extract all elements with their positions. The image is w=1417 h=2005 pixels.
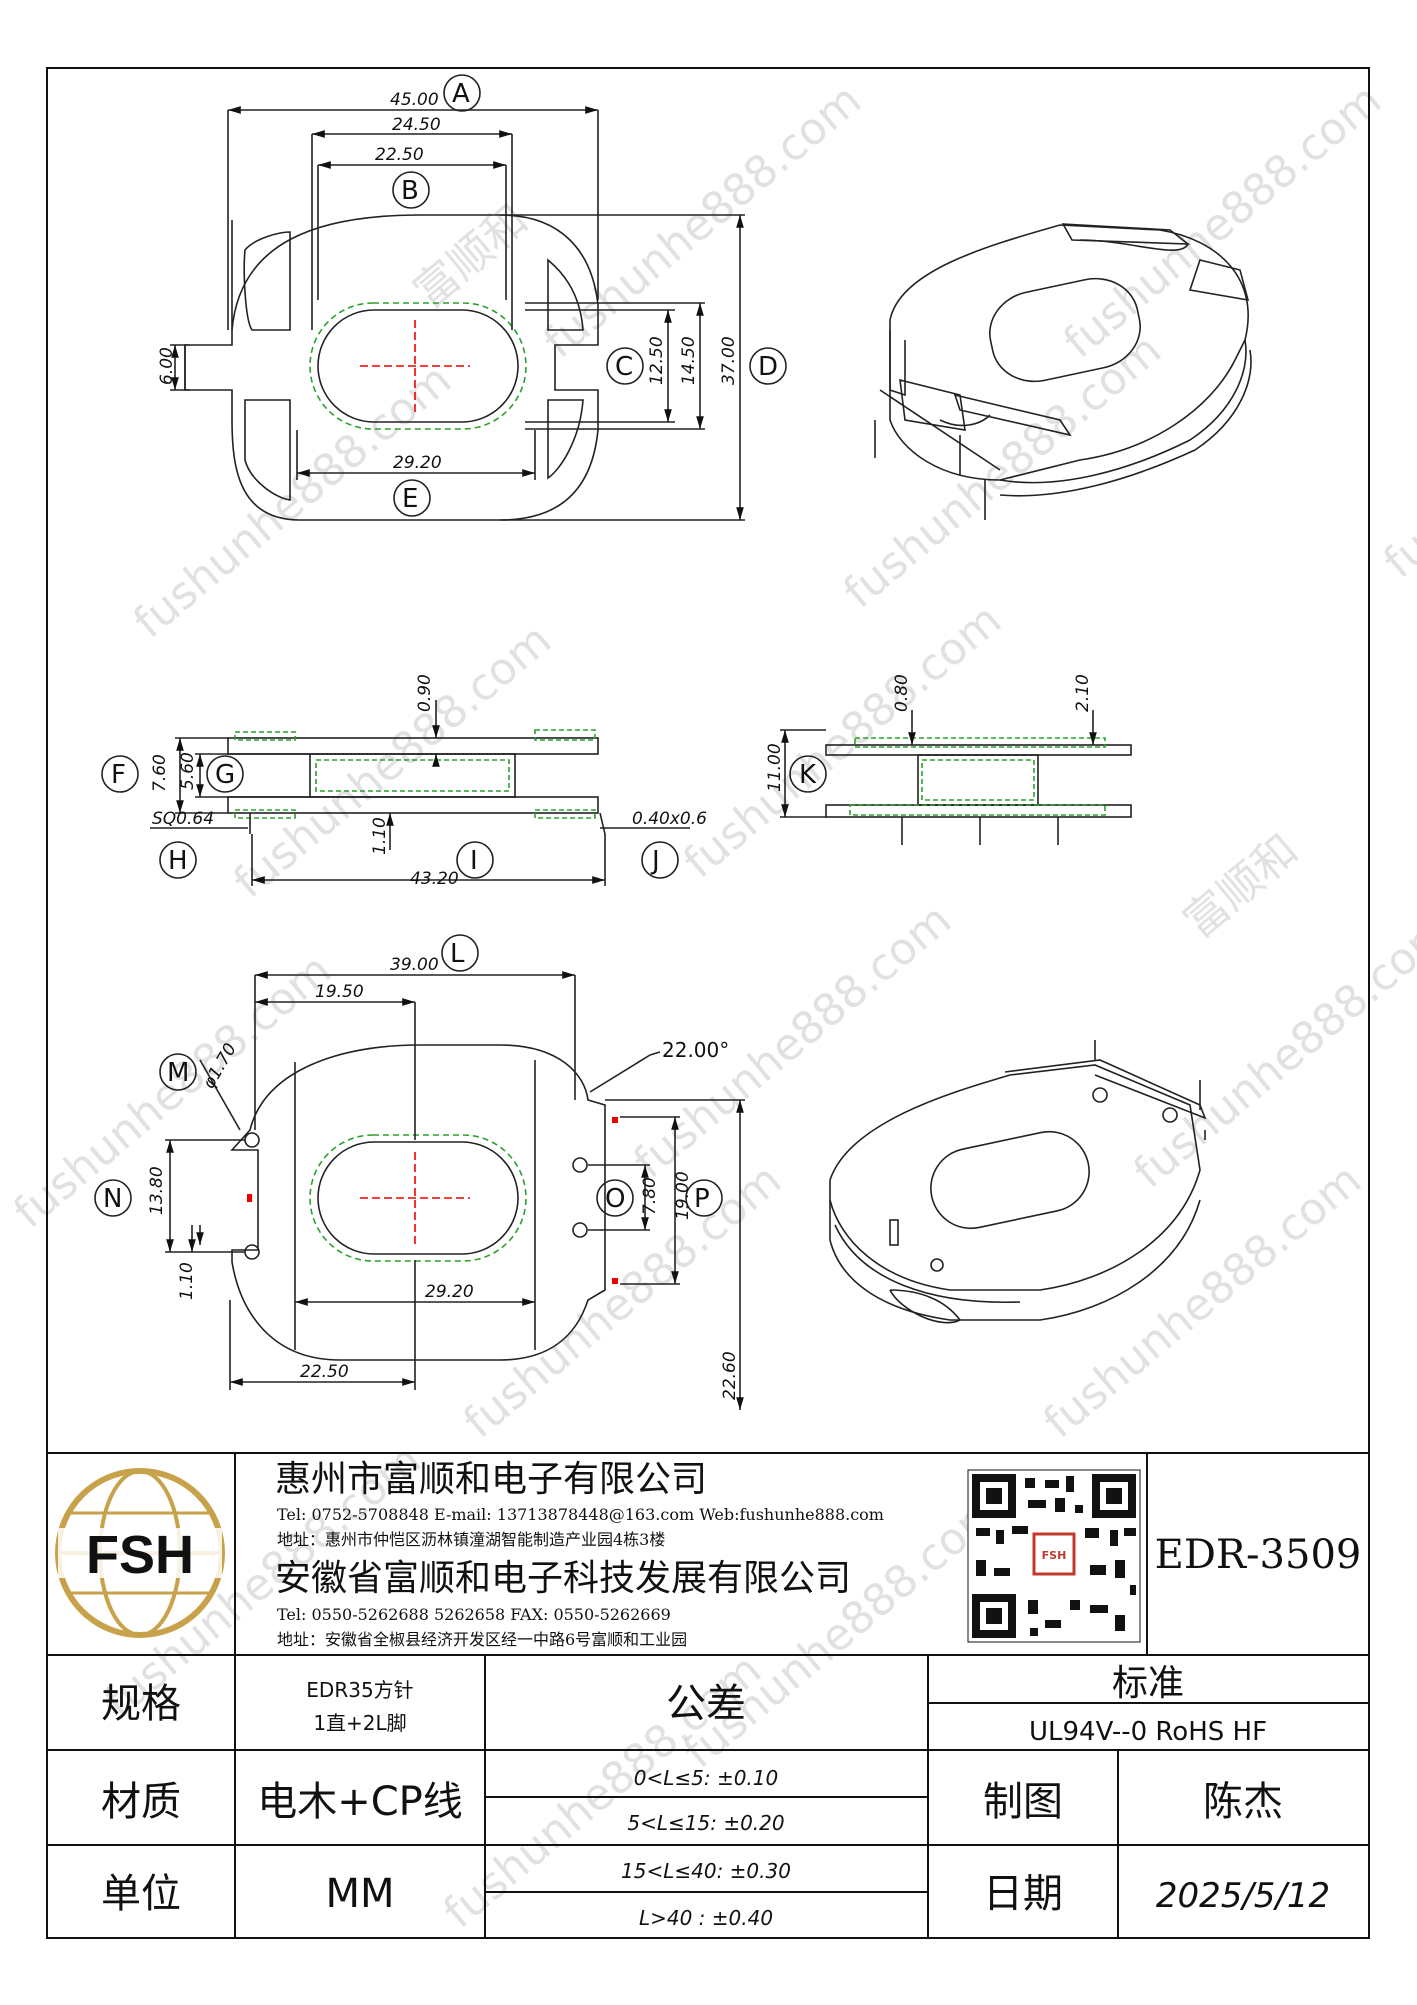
watermark-text: fushunhe888.com bbox=[1374, 294, 1417, 588]
watermark-text: 富顺和 bbox=[404, 195, 538, 319]
drawn-value: 陈杰 bbox=[1203, 1779, 1283, 1825]
title-block bbox=[47, 1452, 1369, 1938]
logo-text: FSH bbox=[86, 1525, 194, 1585]
dim-sq: SQ0.64 bbox=[152, 809, 214, 829]
unit-label: 单位 bbox=[101, 1871, 181, 1917]
dim-45: 45.00 bbox=[390, 90, 439, 110]
watermark-layer: fushunhe888.com 富顺和 fushunhe888.com fush… bbox=[4, 74, 1417, 1938]
unit-value: MM bbox=[325, 1871, 394, 1917]
watermark-text: fushunhe888.com bbox=[1124, 904, 1417, 1198]
callout-k: K bbox=[799, 760, 817, 790]
drawn-label: 制图 bbox=[983, 1779, 1063, 1825]
company-address-1: 地址：惠州市仲恺区沥林镇潼湖智能制造产业园4栋3楼 bbox=[277, 1530, 665, 1549]
top-view bbox=[170, 74, 787, 521]
spec-value-2: 1直+2L脚 bbox=[313, 1711, 406, 1735]
dim-19-5: 19.50 bbox=[315, 982, 364, 1002]
dim-22-5b: 22.50 bbox=[300, 1362, 349, 1382]
callout-j: J bbox=[650, 846, 660, 876]
callout-c: C bbox=[615, 352, 633, 382]
iso-view-top bbox=[874, 223, 1252, 520]
material-value: 电木+CP线 bbox=[257, 1779, 463, 1825]
company-contact-2: Tel: 0550-5262688 5262658 FAX: 0550-5262… bbox=[277, 1605, 671, 1624]
top-view-labels: 45.00 24.50 22.50 29.20 12.50 14.50 37.0… bbox=[157, 79, 778, 514]
callout-p: P bbox=[694, 1184, 710, 1214]
dim-29-2: 29.20 bbox=[393, 453, 442, 473]
company-contact-1: Tel: 0752-5708848 E-mail: 13713878448@16… bbox=[277, 1505, 884, 1524]
tolerance-label: 公差 bbox=[666, 1681, 746, 1727]
tolerance-3: 15<L≤40: ±0.30 bbox=[621, 1859, 791, 1883]
dim-0-8: 0.80 bbox=[892, 674, 912, 712]
dim-1-1b: 1.10 bbox=[177, 1262, 197, 1300]
standard-label: 标准 bbox=[1112, 1663, 1184, 1704]
side-view bbox=[101, 700, 690, 886]
dim-22-5: 22.50 bbox=[375, 145, 424, 165]
iso-view-bottom bbox=[829, 1040, 1207, 1324]
company-logo: FSH bbox=[55, 1468, 225, 1638]
callout-o: O bbox=[605, 1184, 625, 1214]
dim-7-8: 7.80 bbox=[640, 1177, 660, 1215]
spec-value-1: EDR35方针 bbox=[306, 1678, 413, 1702]
callout-l: L bbox=[450, 939, 465, 969]
standard-value: UL94V--0 RoHS HF bbox=[1029, 1717, 1267, 1747]
callout-a: A bbox=[452, 79, 470, 109]
watermark-text: fushunhe888.com bbox=[224, 614, 561, 908]
dim-5-6: 5.60 bbox=[178, 752, 198, 790]
dim-7-6: 7.60 bbox=[150, 754, 170, 792]
dim-pin: 0.40x0.6 bbox=[632, 809, 707, 829]
tolerance-1: 0<L≤5: ±0.10 bbox=[634, 1766, 779, 1790]
dim-22-6: 22.60 bbox=[720, 1351, 740, 1400]
date-value: 2025/5/12 bbox=[1156, 1876, 1330, 1916]
callout-n: N bbox=[103, 1184, 122, 1214]
dim-11: 11.00 bbox=[765, 743, 785, 792]
dim-37: 37.00 bbox=[719, 336, 739, 385]
end-view-labels: 0.80 2.10 11.00 K bbox=[765, 674, 1093, 792]
callout-m: M bbox=[167, 1058, 189, 1088]
dim-12-5: 12.50 bbox=[647, 336, 667, 385]
watermark-text: fushunhe888.com bbox=[1054, 74, 1391, 368]
callout-d: D bbox=[758, 352, 778, 382]
svg-text:FSH: FSH bbox=[1042, 1549, 1067, 1562]
dim-1-1: 1.10 bbox=[370, 817, 390, 855]
dim-43-2: 43.20 bbox=[410, 869, 459, 889]
dim-0-9: 0.90 bbox=[415, 674, 435, 712]
dim-24-5: 24.50 bbox=[392, 115, 441, 135]
watermark-text: fushunhe888.com bbox=[674, 1484, 1011, 1778]
part-number: EDR-3509 bbox=[1155, 1532, 1362, 1578]
watermark-text: fushunhe888.com bbox=[534, 74, 871, 368]
callout-g: G bbox=[215, 760, 235, 790]
callout-b: B bbox=[401, 176, 419, 206]
dim-angle: 22.00° bbox=[662, 1038, 729, 1062]
sheet-border bbox=[46, 67, 1370, 1939]
dim-19: 19.00 bbox=[673, 1171, 693, 1220]
spec-label: 规格 bbox=[101, 1681, 181, 1727]
date-label: 日期 bbox=[983, 1871, 1063, 1917]
company-address-2: 地址：安徽省全椒县经济开发区经一中路6号富顺和工业园 bbox=[277, 1630, 687, 1649]
dim-14-5: 14.50 bbox=[679, 336, 699, 385]
bottom-view bbox=[94, 934, 745, 1410]
watermark-text: fushunhe888.com bbox=[4, 944, 341, 1238]
callout-e: E bbox=[402, 484, 418, 514]
company-name-2: 安徽省富顺和电子科技发展有限公司 bbox=[275, 1558, 851, 1599]
qr-code-icon: FSH bbox=[967, 1469, 1141, 1643]
dim-29-2b: 29.20 bbox=[425, 1282, 474, 1302]
company-name-1: 惠州市富顺和电子有限公司 bbox=[275, 1459, 707, 1500]
dim-13-8: 13.80 bbox=[147, 1166, 167, 1215]
tolerance-2: 5<L≤15: ±0.20 bbox=[627, 1811, 784, 1835]
callout-f: F bbox=[111, 760, 126, 790]
material-label: 材质 bbox=[101, 1779, 181, 1825]
dim-2-1: 2.10 bbox=[1073, 674, 1093, 712]
callout-h: H bbox=[168, 846, 188, 876]
dim-6: 6.00 bbox=[157, 347, 177, 385]
tolerance-4: L>40 : ±0.40 bbox=[639, 1906, 773, 1930]
watermark-text: fushunhe888.com bbox=[1034, 1154, 1371, 1448]
callout-i: I bbox=[470, 846, 478, 876]
end-view bbox=[780, 710, 1132, 845]
watermark-text: 富顺和 bbox=[1174, 825, 1308, 949]
dim-39: 39.00 bbox=[390, 955, 439, 975]
watermark-text: fushunhe888.com bbox=[674, 594, 1011, 888]
side-view-labels: 0.90 7.60 5.60 1.10 SQ0.64 43.20 0.40x0.… bbox=[111, 674, 707, 889]
